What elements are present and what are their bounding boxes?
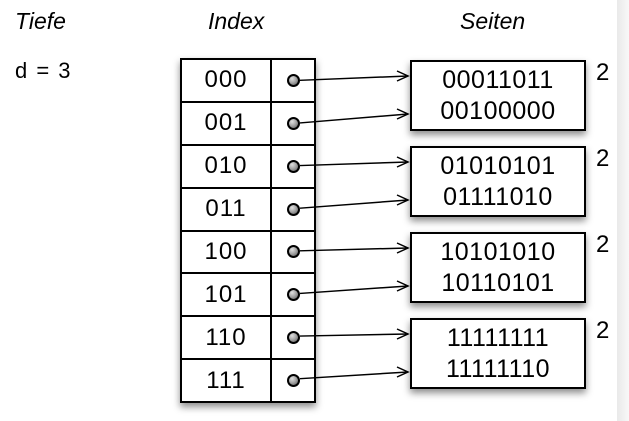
page-box: 00011011 00100000 — [410, 60, 586, 131]
index-key: 110 — [182, 317, 272, 359]
pointer-arrow-line — [299, 333, 409, 337]
arrowhead-icon — [396, 366, 410, 378]
pointer-arrow-line — [299, 285, 409, 295]
index-column-header: Index — [208, 8, 265, 34]
arrowhead-icon — [396, 108, 410, 120]
pointer-cell — [272, 189, 314, 230]
arrowhead-icon — [396, 156, 410, 168]
index-key: 000 — [182, 60, 272, 101]
page-box: 10101010 10110101 — [410, 232, 586, 303]
page-box: 11111111 11111110 — [410, 318, 586, 389]
pointer-dot-icon — [286, 202, 300, 216]
index-key: 001 — [182, 102, 272, 144]
arrowhead-icon — [396, 280, 410, 292]
local-depth-badge: 2 — [596, 145, 610, 172]
pages-column-header: Seiten — [460, 8, 526, 34]
pointer-dot-icon — [286, 159, 300, 173]
pointer-arrow-line — [299, 371, 409, 380]
arrowhead-icon — [396, 70, 410, 82]
page-entry: 00100000 — [440, 96, 556, 125]
page-entry: 11111111 — [446, 323, 550, 352]
arrowhead-icon — [396, 242, 410, 254]
pointer-cell — [272, 360, 314, 401]
pointer-cell — [272, 146, 314, 187]
global-depth-value: d = 3 — [15, 58, 73, 83]
index-row: 111 — [182, 360, 314, 401]
pointer-dot-icon — [286, 245, 300, 259]
right-edge-band — [617, 0, 629, 421]
page-entry: 11111110 — [445, 354, 551, 383]
index-key: 010 — [182, 145, 272, 187]
arrowhead-icon — [396, 328, 410, 340]
index-row: 100 — [182, 231, 314, 275]
index-key: 101 — [182, 274, 272, 316]
arrowhead-icon — [396, 194, 410, 206]
index-row: 011 — [182, 188, 314, 232]
page-box: 01010101 01111010 — [410, 146, 586, 217]
pointer-arrow-line — [299, 199, 409, 209]
pointer-dot-icon — [286, 73, 300, 87]
index-key: 111 — [182, 360, 272, 401]
index-row: 101 — [182, 274, 314, 318]
pointer-cell — [272, 317, 314, 358]
pointer-cell — [272, 274, 314, 315]
page-entry: 00011011 — [442, 65, 554, 94]
pointer-dot-icon — [286, 374, 300, 388]
index-row: 000 — [182, 60, 314, 103]
local-depth-badge: 2 — [596, 231, 610, 258]
index-key: 100 — [182, 231, 272, 273]
pointer-dot-icon — [286, 331, 300, 345]
page-entry: 10101010 — [440, 237, 556, 266]
index-row: 110 — [182, 317, 314, 361]
pointer-cell — [272, 232, 314, 273]
page-entry: 01010101 — [440, 151, 556, 180]
pointer-cell — [272, 103, 314, 144]
index-row: 010 — [182, 145, 314, 189]
local-depth-badge: 2 — [596, 317, 610, 344]
local-depth-badge: 2 — [596, 59, 610, 86]
page-entry: 01111010 — [443, 182, 553, 211]
pointer-arrow-line — [299, 75, 409, 82]
pointer-cell — [272, 60, 314, 101]
index-table: 000 001 010 011 100 101 110 111 — [180, 58, 316, 403]
depth-column-header: Tiefe — [15, 8, 66, 34]
pointer-arrow-line — [299, 161, 409, 167]
index-key: 011 — [182, 188, 272, 230]
pointer-arrow-line — [299, 113, 409, 124]
pointer-dot-icon — [286, 288, 300, 302]
pointer-arrow-line — [299, 247, 409, 252]
pointer-dot-icon — [286, 116, 300, 130]
page-entry: 10110101 — [441, 268, 555, 297]
index-row: 001 — [182, 102, 314, 146]
